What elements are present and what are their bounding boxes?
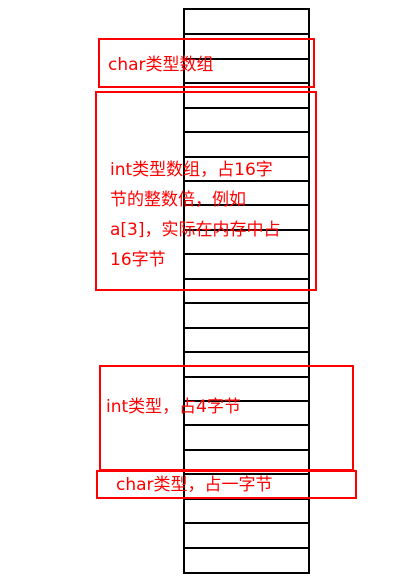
memory-cell-divider — [185, 473, 308, 475]
memory-cell-divider — [185, 498, 308, 500]
char-type-box — [96, 470, 357, 499]
memory-cell-divider — [185, 204, 308, 206]
memory-cell-divider — [185, 253, 308, 255]
memory-cell-divider — [185, 400, 308, 402]
int-array-line-1: int类型数组，占16字 — [110, 160, 273, 180]
int-array-box — [95, 91, 317, 291]
int-array-line-2: 节的整数倍，例如 — [110, 190, 246, 210]
char-array-label: char类型数组 — [108, 55, 214, 75]
int-array-line-4: 16字节 — [110, 250, 166, 270]
memory-cell-divider — [185, 156, 308, 158]
memory-cell-divider — [185, 278, 308, 280]
memory-cell-divider — [185, 58, 308, 60]
int-array-label: int类型数组，占16字 节的整数倍，例如 a[3]，实际在内存中占 16字节 — [110, 155, 281, 275]
char-type-label: char类型，占一字节 — [116, 475, 273, 495]
memory-cell-divider — [185, 449, 308, 451]
memory-cell-divider — [185, 180, 308, 182]
memory-cell-divider — [185, 351, 308, 353]
int-type-label: int类型，占4字节 — [106, 397, 241, 417]
memory-cell-divider — [185, 131, 308, 133]
memory-cell-divider — [185, 424, 308, 426]
memory-cell-divider — [185, 327, 308, 329]
memory-cell-divider — [185, 376, 308, 378]
char-array-box — [98, 38, 315, 88]
memory-cell-divider — [185, 229, 308, 231]
int-array-line-3: a[3]，实际在内存中占 — [110, 220, 281, 240]
memory-cell-divider — [185, 107, 308, 109]
memory-cell-divider — [185, 547, 308, 549]
memory-stack — [183, 8, 310, 574]
memory-cell-divider — [185, 302, 308, 304]
memory-cell-divider — [185, 82, 308, 84]
memory-cell-divider — [185, 522, 308, 524]
memory-cell-divider — [185, 33, 308, 35]
